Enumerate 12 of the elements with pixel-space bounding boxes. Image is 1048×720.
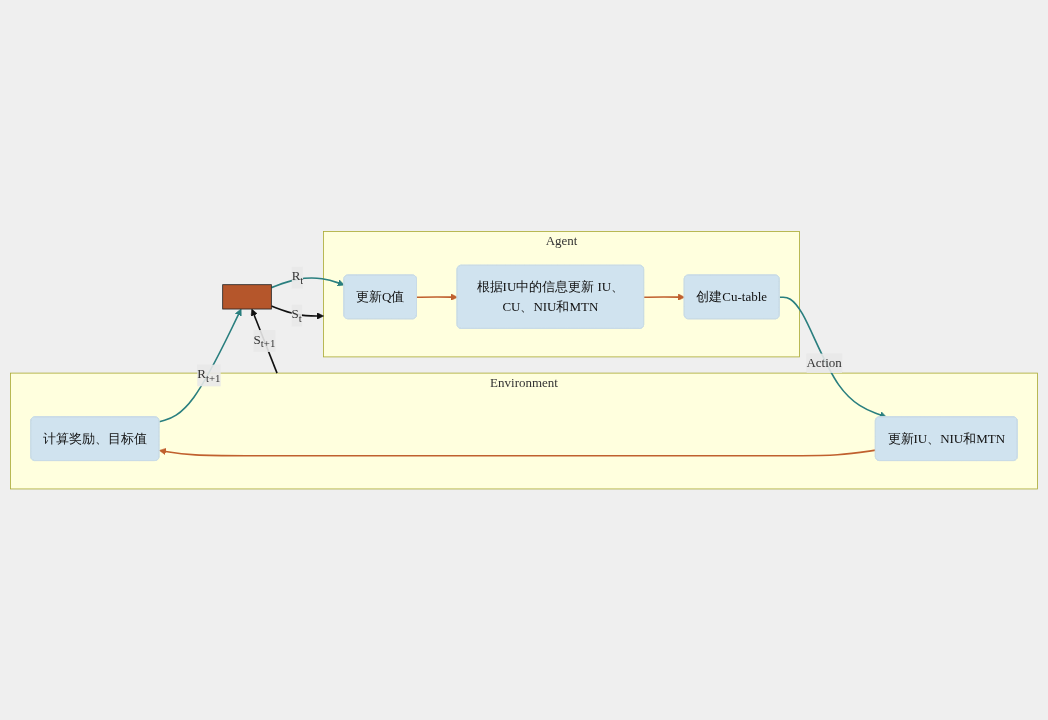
arrow	[250, 308, 278, 374]
arrow	[159, 447, 877, 457]
arrow	[158, 308, 242, 423]
edge-label: S$_{t}$	[291, 306, 302, 325]
arrow	[416, 293, 458, 301]
edge-label: S$_{t+1}$	[253, 332, 276, 350]
edge-label: R$_{t}$	[291, 268, 304, 287]
edge-label: R$_{t+1}$	[197, 366, 221, 384]
edge-label: Action	[806, 355, 842, 370]
arrow	[643, 293, 685, 301]
arrow	[270, 277, 345, 289]
node-bar	[222, 284, 272, 310]
